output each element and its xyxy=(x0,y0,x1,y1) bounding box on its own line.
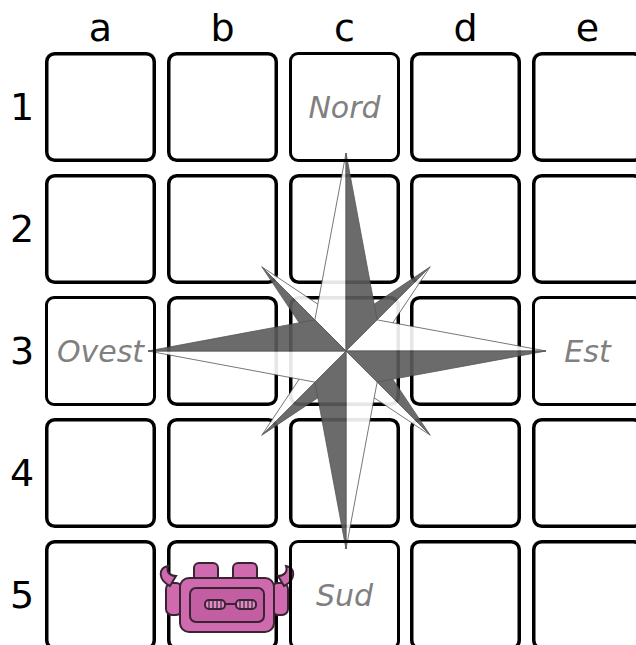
column-label: d xyxy=(453,9,477,47)
grid-cell xyxy=(169,420,277,527)
column-label: a xyxy=(89,9,112,47)
grid-cell xyxy=(169,176,277,283)
column-label: b xyxy=(210,9,234,47)
direction-label: Sud xyxy=(316,579,373,612)
grid-cell: Ovest xyxy=(45,296,156,406)
compass-point xyxy=(346,153,377,351)
row-label: 3 xyxy=(10,332,34,370)
grid-cell xyxy=(169,542,277,645)
direction-label: Ovest xyxy=(57,335,144,368)
row-label: 1 xyxy=(10,88,34,126)
compass-rose xyxy=(148,153,546,549)
grid-cell xyxy=(47,420,155,527)
row-label: 2 xyxy=(10,210,34,248)
robot-icon xyxy=(161,563,294,632)
grid-cell xyxy=(412,54,520,161)
grid-cell xyxy=(47,54,155,161)
grid-cell xyxy=(47,542,155,645)
grid-cell xyxy=(534,542,636,645)
column-label: c xyxy=(334,9,355,47)
column-label: e xyxy=(576,9,599,47)
grid-cell: Sud xyxy=(289,540,400,645)
row-label: 5 xyxy=(10,576,34,614)
compass-point xyxy=(315,351,346,549)
compass-point xyxy=(346,320,546,351)
grid-cell xyxy=(47,176,155,283)
compass-point xyxy=(346,351,546,382)
grid-cell xyxy=(412,176,520,283)
grid-cell xyxy=(534,176,636,283)
compass-point xyxy=(315,153,346,351)
row-label: 4 xyxy=(10,454,34,492)
grid-cell xyxy=(169,54,277,161)
grid-cell xyxy=(412,542,520,645)
compass-point xyxy=(346,351,377,549)
direction-label: Nord xyxy=(308,91,380,124)
compass-point xyxy=(148,351,346,382)
grid-cell xyxy=(534,54,636,161)
grid-cell xyxy=(412,420,520,527)
grid-cell xyxy=(534,420,636,527)
grid-cell: Nord xyxy=(289,52,400,162)
direction-label: Est xyxy=(564,335,610,368)
grid-cell: Est xyxy=(532,296,636,406)
compass-point xyxy=(148,320,346,351)
